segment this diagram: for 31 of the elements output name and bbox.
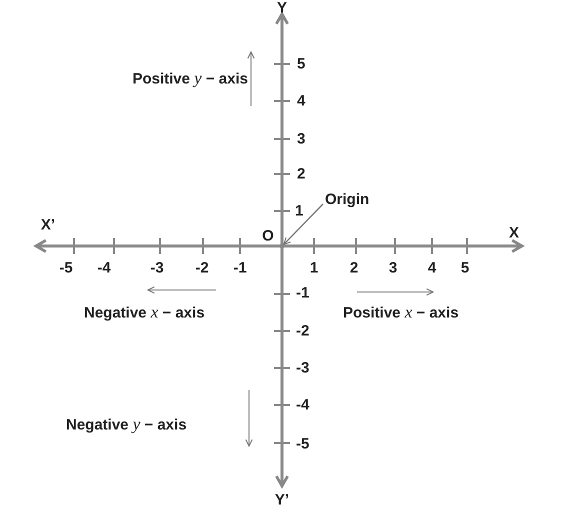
tick-label: 2: [350, 260, 358, 276]
tick-label: 3: [297, 132, 306, 146]
tick-label: -2: [195, 260, 209, 276]
tick-label: 2: [297, 166, 306, 182]
tick-label: -3: [150, 260, 164, 276]
tick-label: 4: [428, 260, 436, 276]
tick-label: 5: [460, 260, 470, 276]
tick-label: 4: [297, 94, 306, 108]
axis-label: Positive x − axis: [343, 304, 459, 320]
tick-label: 5: [297, 56, 306, 72]
tick-label: -5: [296, 436, 310, 452]
axis-name: X’: [40, 218, 56, 232]
axis-label: Positive y − axis: [132, 70, 248, 86]
tick-label: 1: [310, 260, 318, 276]
tick-label: 3: [388, 260, 398, 276]
leader-line: [283, 204, 324, 245]
axis-name: Y: [277, 0, 287, 16]
tick-label: -4: [296, 398, 310, 412]
origin-label: Origin: [325, 192, 370, 207]
tick-label: -1: [233, 260, 247, 276]
tick-label: -3: [296, 360, 310, 376]
tick-label: 1: [295, 204, 304, 218]
tick-label: -1: [296, 286, 310, 300]
tick-label: -4: [97, 260, 111, 276]
tick-label: -2: [296, 324, 310, 338]
axis-name: X: [509, 226, 519, 240]
axis-label: Negative x − axis: [84, 304, 205, 320]
axis-name: Y’: [274, 492, 290, 508]
tick-label: -5: [59, 260, 73, 276]
axis-label: Negative y − axis: [66, 416, 187, 432]
axis-name: O: [262, 228, 274, 244]
